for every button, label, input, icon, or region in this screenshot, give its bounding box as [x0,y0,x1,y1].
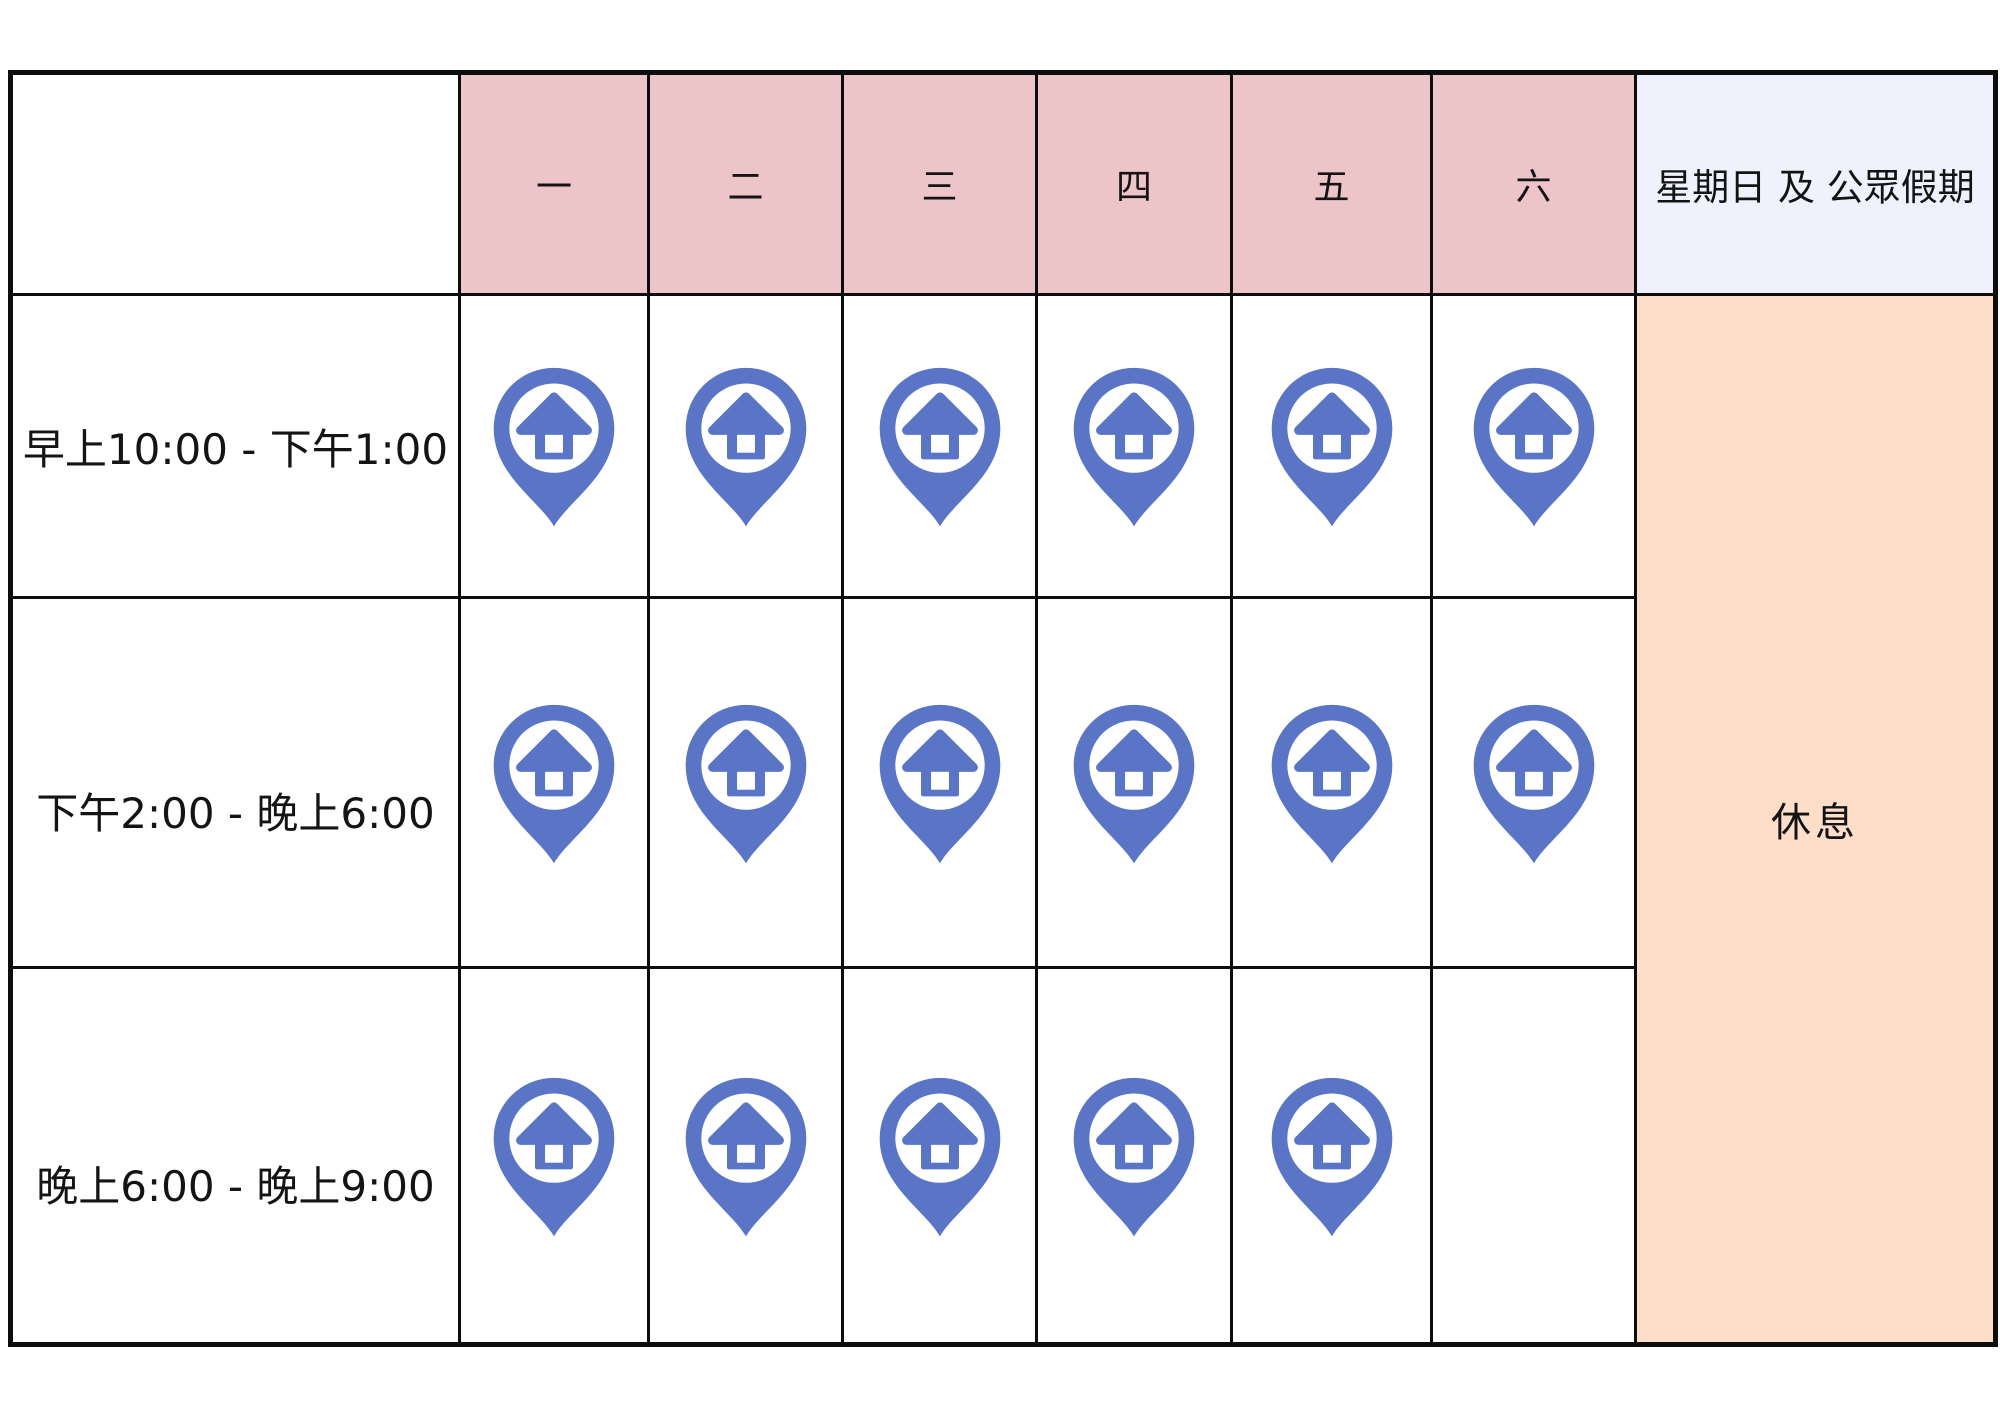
open-slot [1230,596,1433,969]
sunday-holiday-header: 星期日 及 公眾假期 [1634,71,1997,296]
open-slot [841,293,1038,599]
header-row: 一二三四五六星期日 及 公眾假期 [9,71,1997,296]
open-slot [1035,596,1233,969]
open-slot [1430,596,1637,969]
location-pin-home-icon [493,367,615,527]
location-pin-home-icon [685,1077,806,1236]
location-pin-home-icon [1271,367,1392,527]
open-slot [458,596,650,969]
location-pin-home-icon [1271,1077,1392,1236]
time-row-1: 早上10:00 - 下午1:00 [9,293,1997,1346]
schedule-table: 一二三四五六星期日 及 公眾假期 早上10:00 - 下午1:00 [8,70,1998,1347]
location-pin-home-icon [685,367,806,527]
open-slot [1230,966,1433,1346]
time-row-3: 晚上6:00 - 晚上9:00 [9,966,1996,1346]
open-slot [647,596,844,969]
time-slot-label: 下午2:00 - 晚上6:00 [9,596,461,969]
location-pin-home-icon [493,1077,615,1236]
location-pin-home-icon [1073,704,1195,863]
day-header-5: 五 [1230,71,1433,296]
open-slot [458,966,650,1346]
closed-rest-cell: 休息 [1634,293,1997,1346]
time-row-2: 下午2:00 - 晚上6:00 [9,596,1996,969]
open-slot [841,596,1038,969]
open-slot [1035,293,1233,599]
location-pin-home-icon [1073,1077,1195,1236]
location-pin-home-icon [879,367,1000,527]
open-slot [841,966,1038,1346]
location-pin-home-icon [685,704,806,863]
open-slot [647,293,844,599]
day-header-3: 三 [841,71,1038,296]
day-header-2: 二 [647,71,844,296]
day-header-6: 六 [1430,71,1637,296]
corner-cell [9,71,461,296]
day-header-1: 一 [458,71,650,296]
open-slot [1035,966,1233,1346]
location-pin-home-icon [1473,704,1594,863]
open-slot [1230,293,1433,599]
location-pin-home-icon [1271,704,1392,863]
location-pin-home-icon [879,704,1000,863]
open-slot [1430,293,1637,599]
time-slot-label: 晚上6:00 - 晚上9:00 [9,966,461,1346]
open-slot [647,966,844,1346]
location-pin-home-icon [1073,367,1195,527]
empty-slot [1430,966,1637,1346]
location-pin-home-icon [879,1077,1000,1236]
time-slot-label: 早上10:00 - 下午1:00 [9,293,461,599]
open-slot [458,293,650,599]
location-pin-home-icon [493,704,615,863]
day-header-4: 四 [1035,71,1233,296]
location-pin-home-icon [1473,367,1594,527]
